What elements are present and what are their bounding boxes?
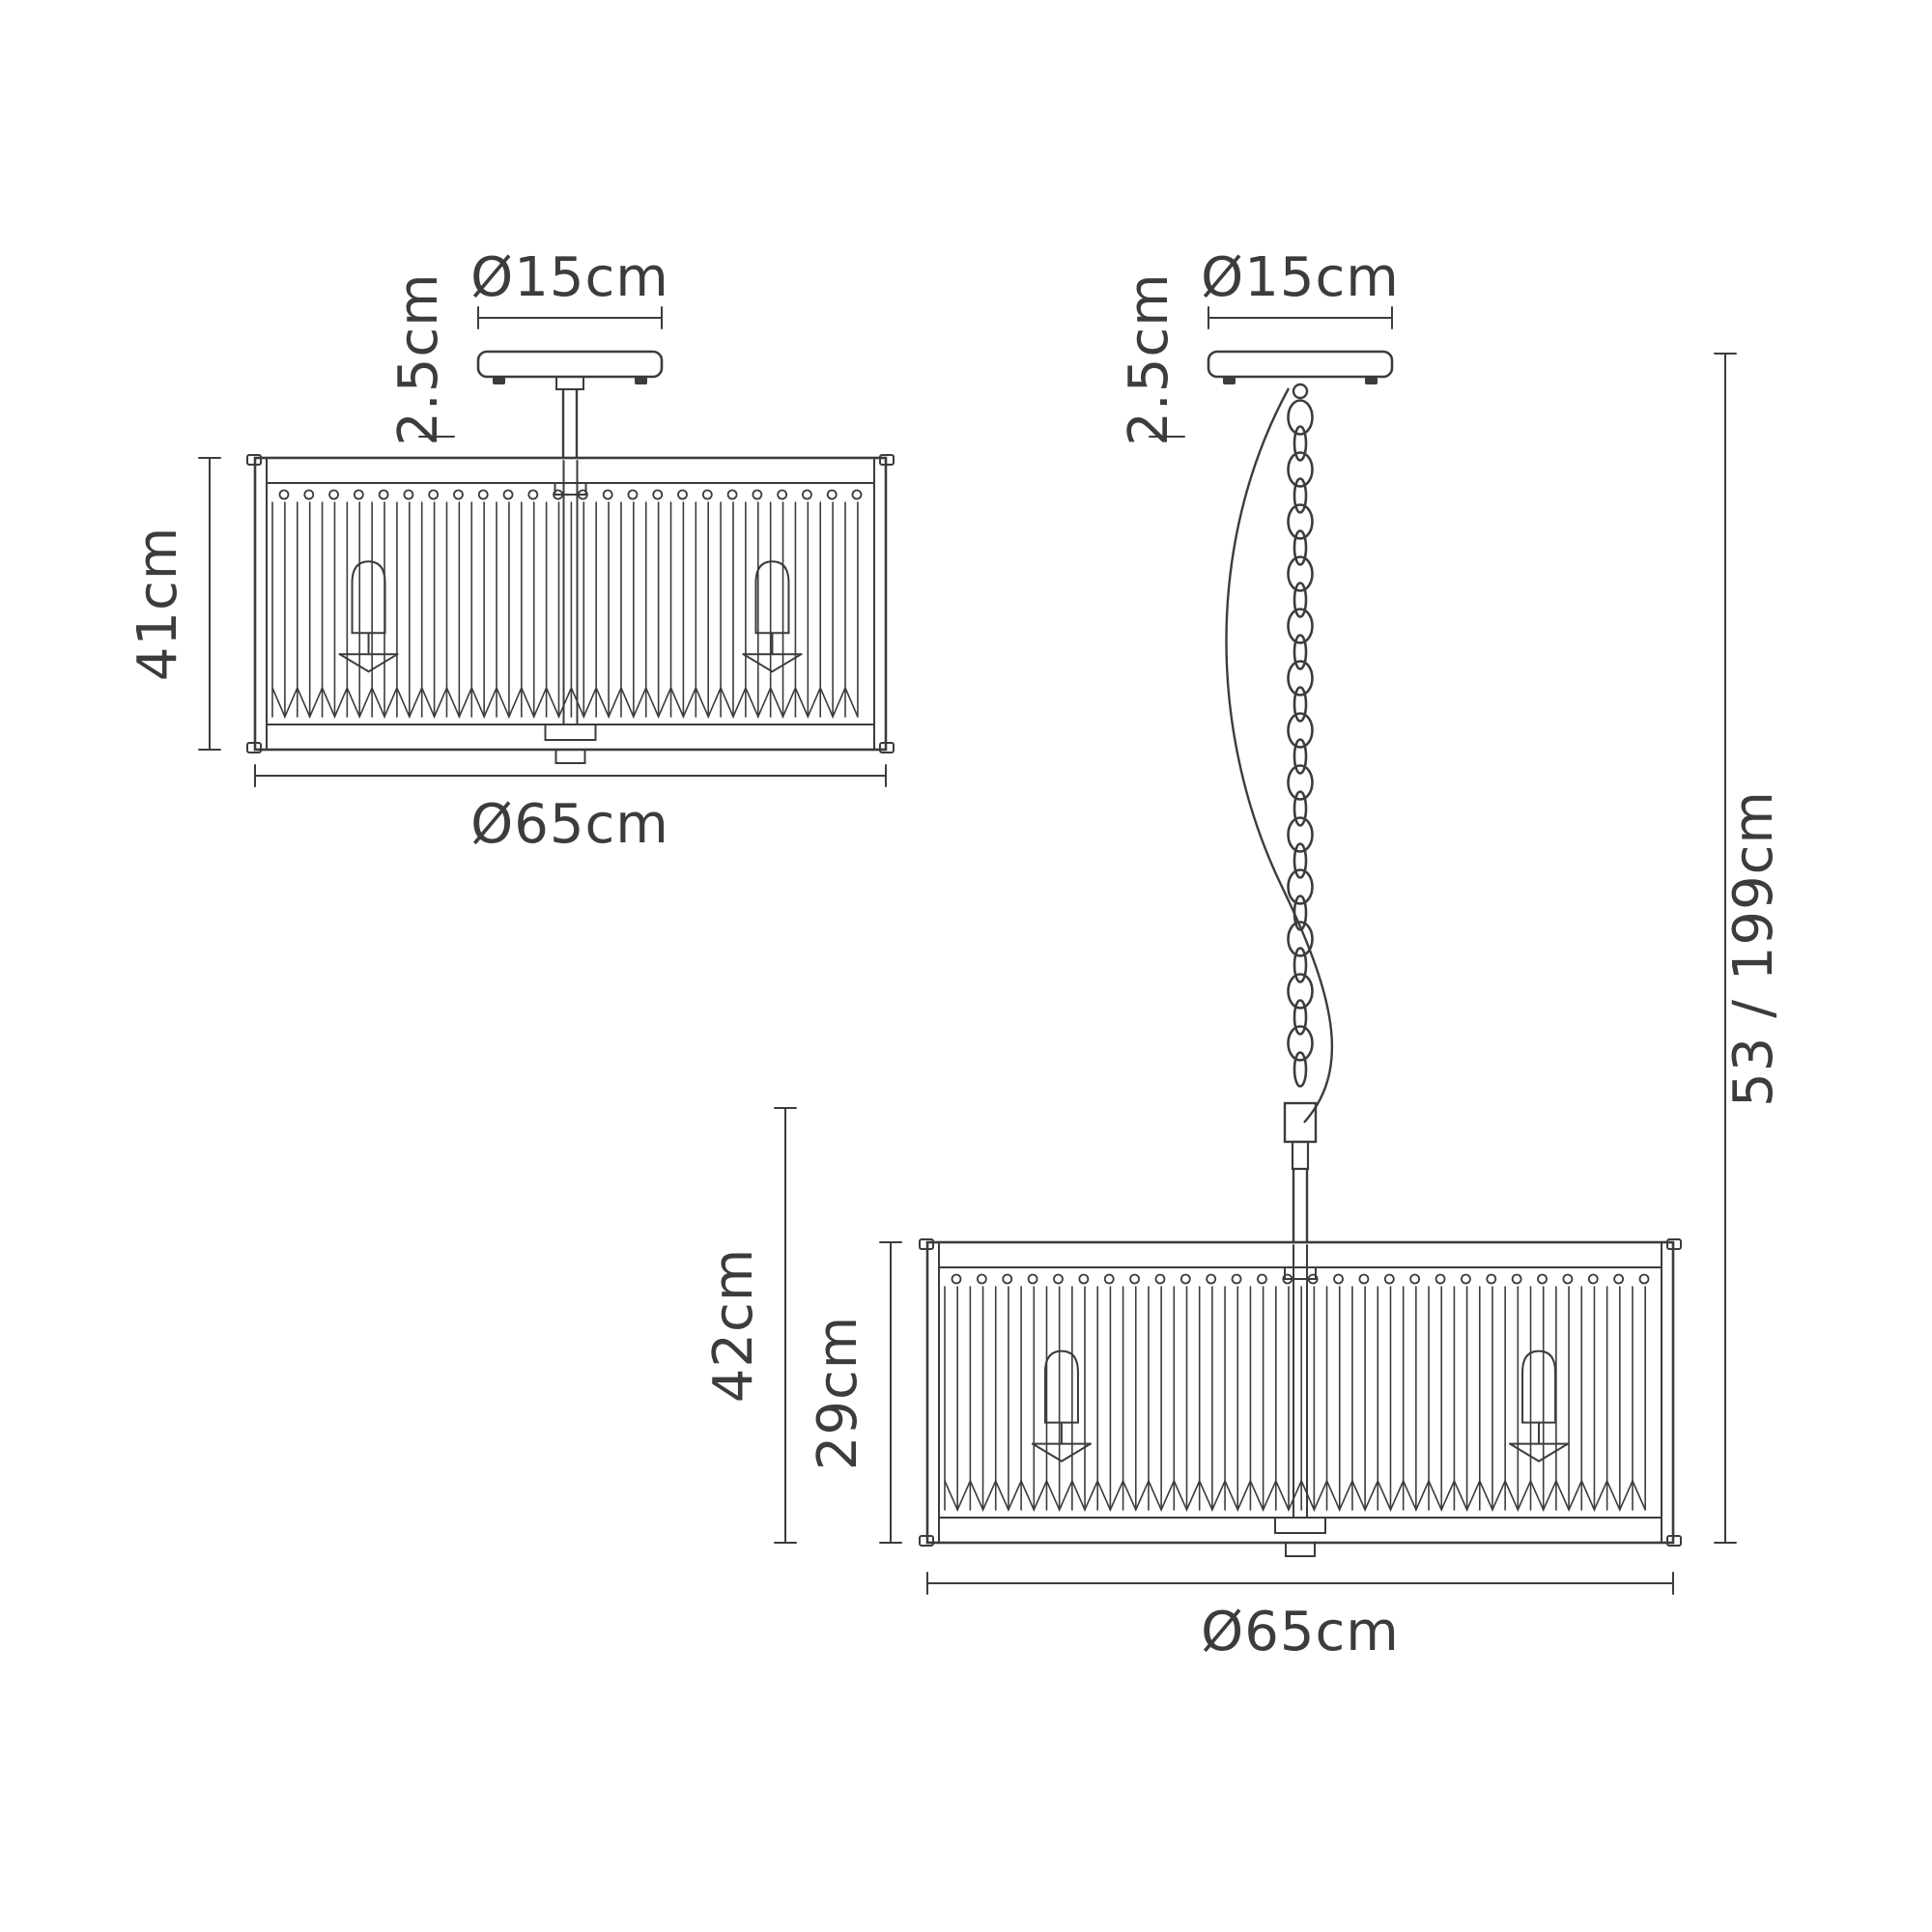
pendant-ceiling-canopy (1207, 350, 1394, 384)
semiflush-canopy-diameter-label: Ø15cm (470, 246, 669, 309)
pendant-chain (1287, 383, 1314, 1088)
pendant-body-height-label: 29cm (807, 1316, 869, 1471)
semiflush-crystal-drum (246, 454, 895, 764)
pendant-power-cord (1225, 387, 1334, 1123)
pendant-overall-height-label: 53 / 199cm (1722, 790, 1785, 1107)
semiflush-ceiling-canopy (476, 350, 664, 384)
pendant-body-diameter-label: Ø65cm (1201, 1601, 1400, 1663)
pendant-canopy-diameter-label: Ø15cm (1201, 246, 1400, 309)
pendant-canopy-height-label: 2.5cm (1118, 272, 1180, 445)
semiflush-canopy-height-label: 2.5cm (387, 272, 450, 445)
pendant-dimension-lines (774, 306, 1737, 1595)
pendant-drop-height-label: 42cm (702, 1248, 765, 1404)
dimension-labels: Ø15cm 2.5cm 41cm Ø65cm Ø15cm 2.5cm 53 / … (127, 246, 1785, 1663)
semiflush-body-diameter-label: Ø65cm (470, 793, 669, 856)
pendant-chain-coupler (1283, 1101, 1318, 1171)
semiflush-body-height-label: 41cm (127, 526, 189, 682)
semiflush-stem (555, 376, 584, 460)
pendant-crystal-drum (919, 1238, 1682, 1557)
semiflush-dimension-lines (198, 306, 887, 787)
pendant-stem (1292, 1167, 1309, 1244)
